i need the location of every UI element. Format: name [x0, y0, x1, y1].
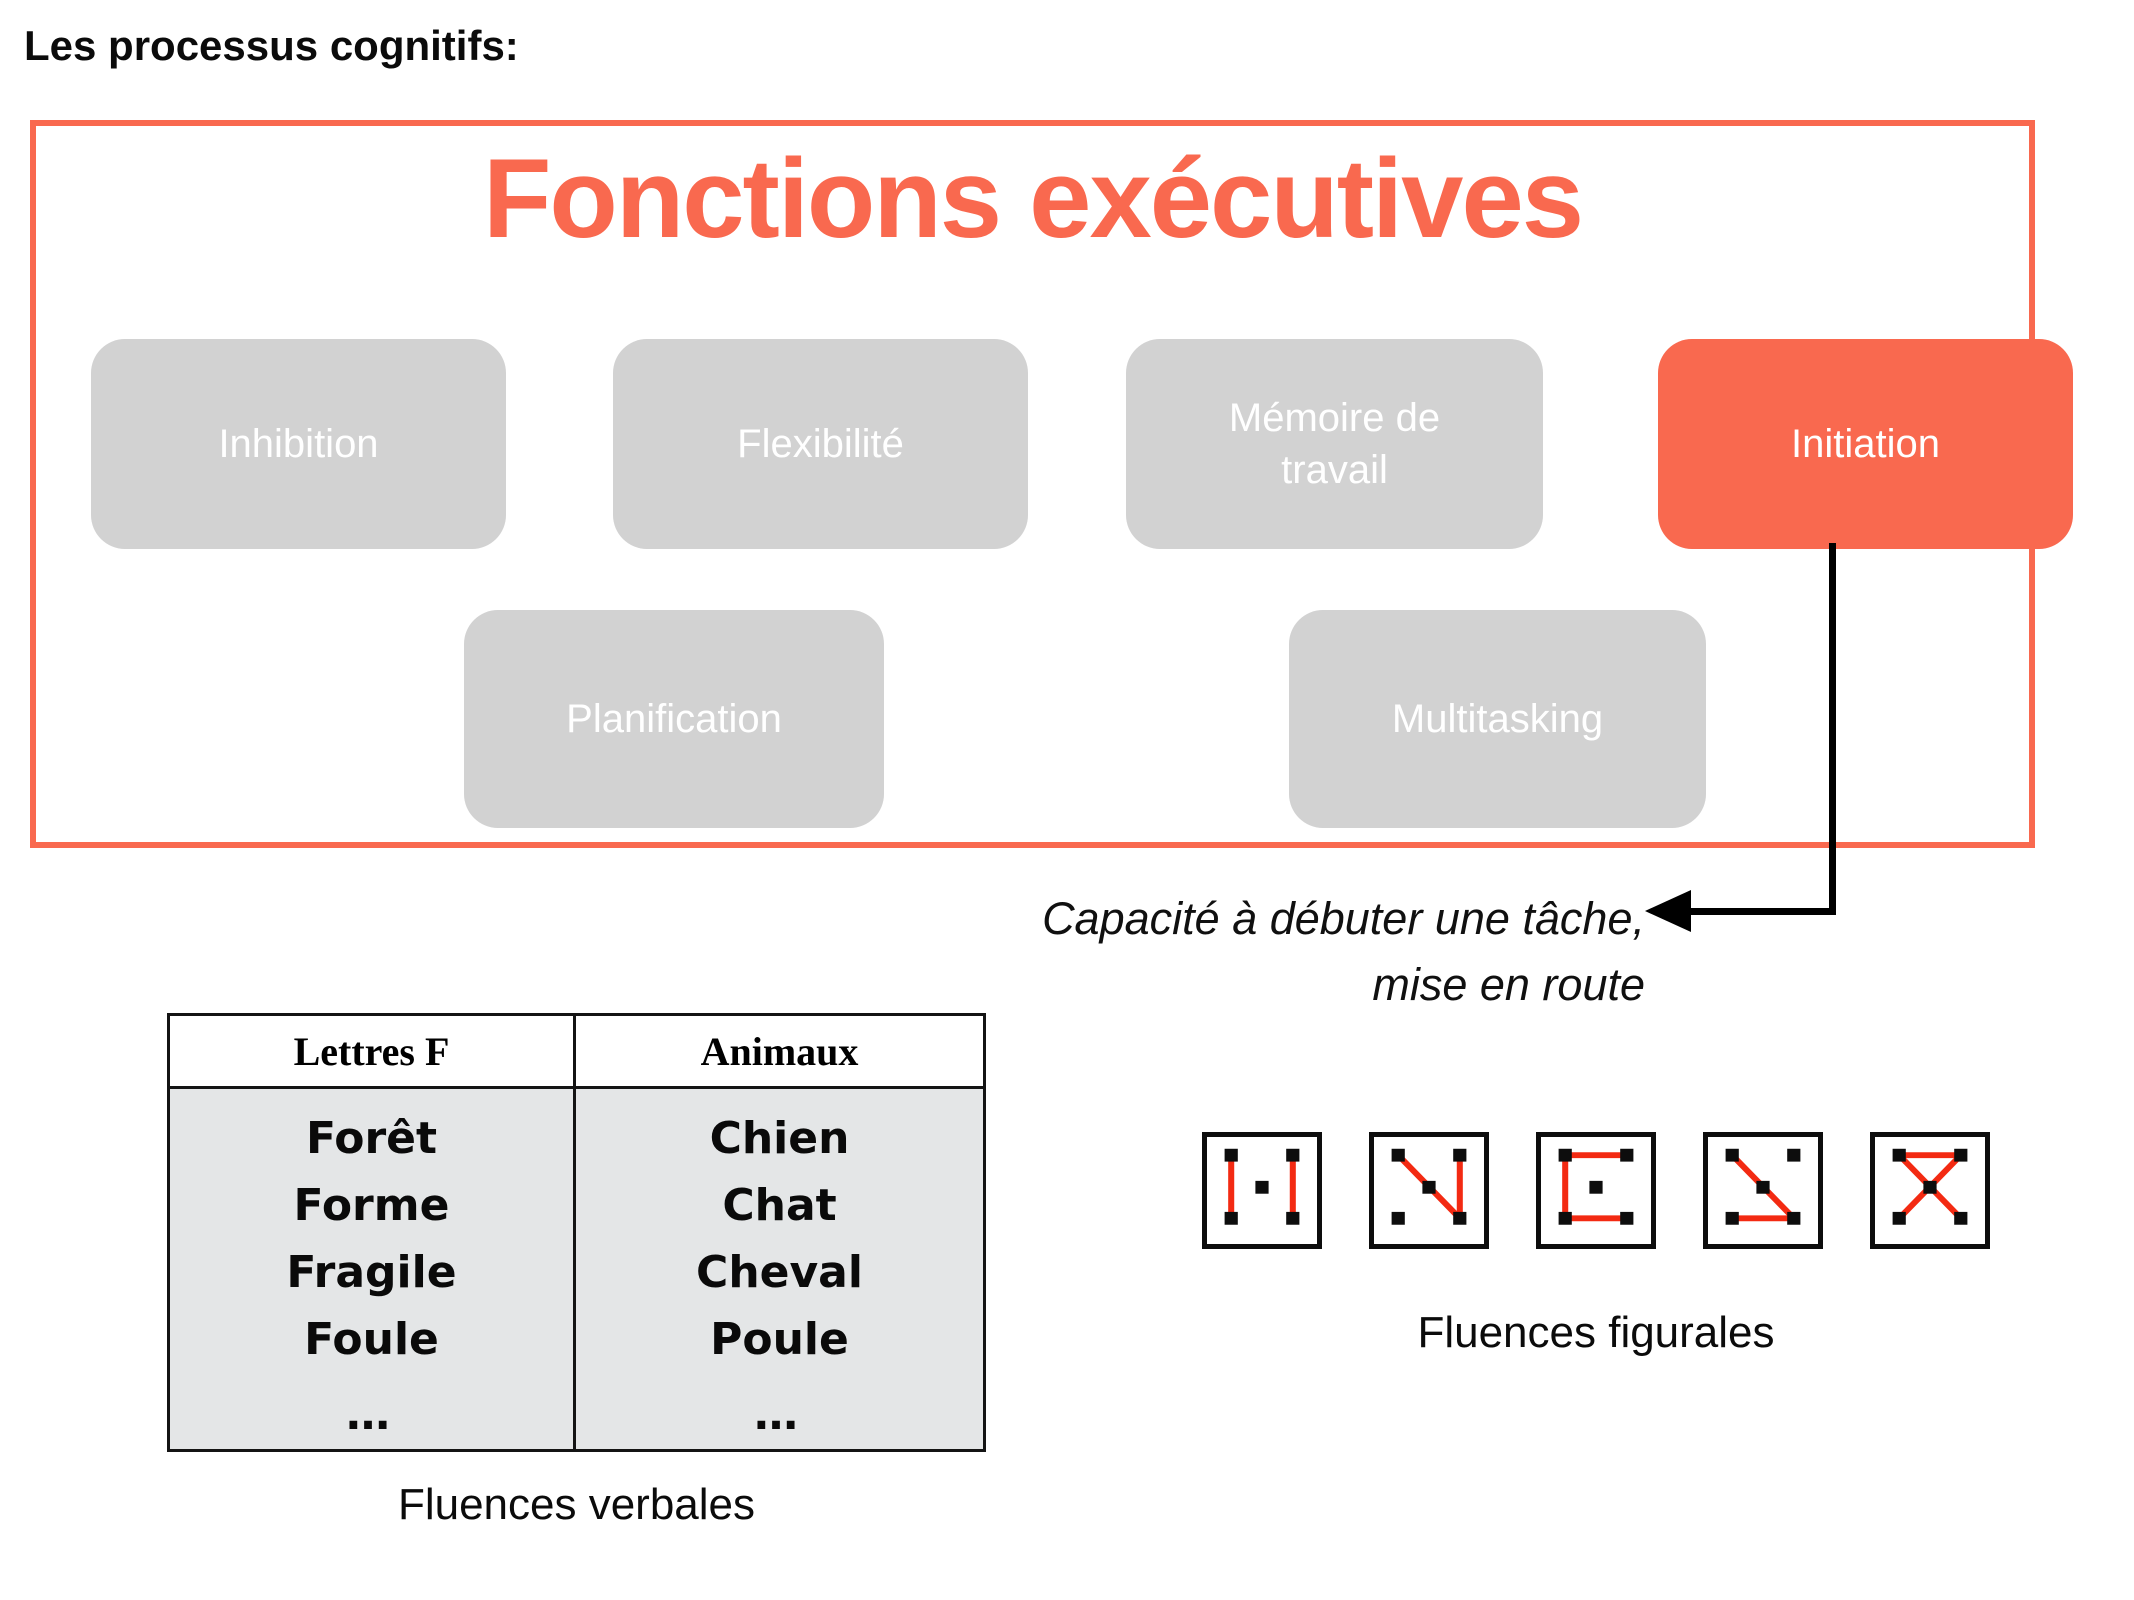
table-column-animaux: Chien Chat Cheval Poule … — [576, 1089, 983, 1449]
dot-square — [1286, 1211, 1300, 1225]
pattern-open-bracket — [1558, 1148, 1634, 1225]
dot-square — [1923, 1180, 1937, 1194]
dot-square — [1286, 1148, 1300, 1162]
function-box-multitasking: Multitasking — [1289, 610, 1706, 828]
function-box-inhibition: Inhibition — [91, 339, 506, 549]
table-cell: Cheval — [696, 1247, 863, 1298]
function-box-label: Initiation — [1791, 422, 1940, 466]
dot-square — [1787, 1211, 1801, 1225]
initiation-definition: Capacité à débuter une tâche, mise en ro… — [700, 886, 1645, 1018]
initiation-arrow-horizontal-line — [1690, 908, 1836, 915]
panel-title: Fonctions exécutives — [482, 136, 1584, 261]
function-box-initiation-highlighted: Initiation — [1658, 339, 2073, 549]
executive-functions-panel: Fonctions exécutives Inhibition Flexibil… — [30, 120, 2073, 848]
dot-square — [1422, 1180, 1436, 1194]
pattern-hourglass-x — [1892, 1148, 1968, 1225]
figural-fluency-card-5 — [1870, 1132, 1990, 1249]
table-cell: Chat — [722, 1180, 837, 1231]
function-box-label: Multitasking — [1391, 697, 1604, 741]
dot-square — [1224, 1148, 1238, 1162]
dot-square — [1255, 1180, 1269, 1194]
dot-square — [1787, 1148, 1801, 1162]
dot-square — [1756, 1180, 1770, 1194]
dot-square — [1892, 1211, 1906, 1225]
initiation-arrowhead-left-icon — [1645, 890, 1691, 932]
table-column-lettres-f: Forêt Forme Fragile Foule … — [170, 1089, 576, 1449]
figural-fluency-caption: Fluences figurales — [1417, 1308, 1775, 1357]
verbal-fluency-caption: Fluences verbales — [397, 1480, 756, 1529]
function-box-label: Inhibition — [218, 422, 379, 466]
dot-square — [1391, 1148, 1405, 1162]
initiation-arrow-vertical-line — [1829, 543, 1836, 915]
table-cell: Fragile — [286, 1247, 457, 1298]
definition-line2: mise en route — [1372, 959, 1645, 1010]
dot-square — [1224, 1211, 1238, 1225]
column-header-animaux: Animaux — [700, 1028, 859, 1074]
dot-square — [1954, 1148, 1968, 1162]
dot-square — [1453, 1211, 1467, 1225]
table-cell: Forêt — [305, 1113, 438, 1164]
table-cell: Foule — [304, 1314, 439, 1365]
table-header-row: Lettres F Animaux — [170, 1016, 983, 1089]
dot-square — [1725, 1211, 1739, 1225]
pattern-diagonal-and-vertical — [1391, 1148, 1467, 1225]
pattern-check — [1725, 1148, 1801, 1225]
function-box-label: Planification — [566, 697, 782, 741]
pattern-two-verticals — [1224, 1148, 1300, 1225]
dot-square — [1620, 1148, 1634, 1162]
table-body: Forêt Forme Fragile Foule … Chien Chat C… — [170, 1089, 983, 1449]
dot-square — [1558, 1148, 1572, 1162]
function-box-memoire-de-travail: Mémoire de travail — [1126, 339, 1543, 549]
table-cell-ellipsis: … — [346, 1389, 397, 1440]
figural-fluency-card-2 — [1369, 1132, 1489, 1249]
figural-fluency-card-3 — [1536, 1132, 1656, 1249]
dot-square — [1620, 1211, 1634, 1225]
function-box-planification: Planification — [464, 610, 884, 828]
dot-square — [1725, 1148, 1739, 1162]
table-cell: Poule — [710, 1314, 849, 1365]
dot-square — [1892, 1148, 1906, 1162]
dot-square — [1954, 1211, 1968, 1225]
dot-square — [1453, 1148, 1467, 1162]
function-box-flexibilite: Flexibilité — [613, 339, 1028, 549]
function-box-label: Mémoire de travail — [1228, 396, 1441, 492]
dot-square — [1558, 1211, 1572, 1225]
verbal-fluency-table: Lettres F Animaux Forêt Forme Fragile Fo… — [167, 1013, 986, 1452]
dot-square — [1391, 1211, 1405, 1225]
definition-line1: Capacité à débuter une tâche, — [1042, 893, 1645, 944]
figural-fluency-card-4 — [1703, 1132, 1823, 1249]
table-cell: Forme — [293, 1180, 450, 1231]
figural-fluency-card-1 — [1202, 1132, 1322, 1249]
column-header-lettres-f: Lettres F — [170, 1016, 576, 1086]
table-cell: Chien — [709, 1113, 850, 1164]
function-box-label: Flexibilité — [737, 422, 904, 466]
dot-square — [1589, 1180, 1603, 1194]
page-title: Les processus cognitifs: — [24, 22, 519, 69]
table-cell-ellipsis: … — [754, 1389, 805, 1440]
